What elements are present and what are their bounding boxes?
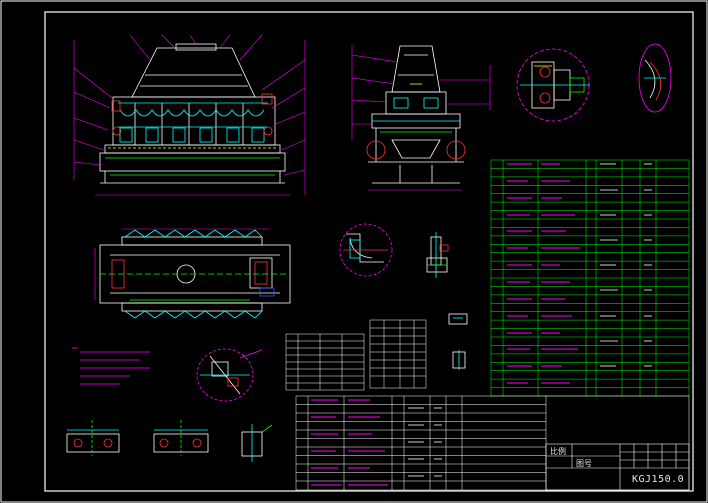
section-bottom-a [66, 420, 120, 456]
section-bottom-b [153, 420, 209, 456]
plan-view [99, 236, 291, 312]
side-elevation-leaders [351, 45, 491, 191]
plan-view-details [100, 229, 290, 319]
title-block-label-b: 图号 [576, 459, 592, 468]
detail-bearing-view [516, 48, 590, 122]
technical-notes [72, 347, 150, 385]
bom-table-right [490, 159, 690, 397]
bom-table-bottom [295, 395, 690, 491]
section-bottom-c [241, 424, 273, 462]
front-elevation-leaders [73, 34, 306, 196]
front-elevation-details [105, 93, 280, 176]
detail-section-d [452, 350, 466, 370]
parts-table-small-b [369, 319, 427, 389]
side-elevation-details [366, 83, 466, 160]
detail-section-a [339, 223, 393, 277]
detail-section-e [196, 348, 263, 402]
title-block-label-a: 比例 [550, 447, 566, 456]
detail-arc-view [638, 43, 672, 113]
parts-table-small-a [285, 333, 365, 391]
front-elevation-view [99, 43, 286, 184]
title-block [545, 443, 690, 491]
side-elevation-view [368, 45, 464, 184]
detail-section-c [448, 313, 468, 325]
plan-view-leaders [94, 228, 270, 300]
inner-frame [44, 11, 694, 492]
drawing-number: KGJ150.0 [632, 474, 685, 485]
detail-section-b [426, 232, 449, 278]
